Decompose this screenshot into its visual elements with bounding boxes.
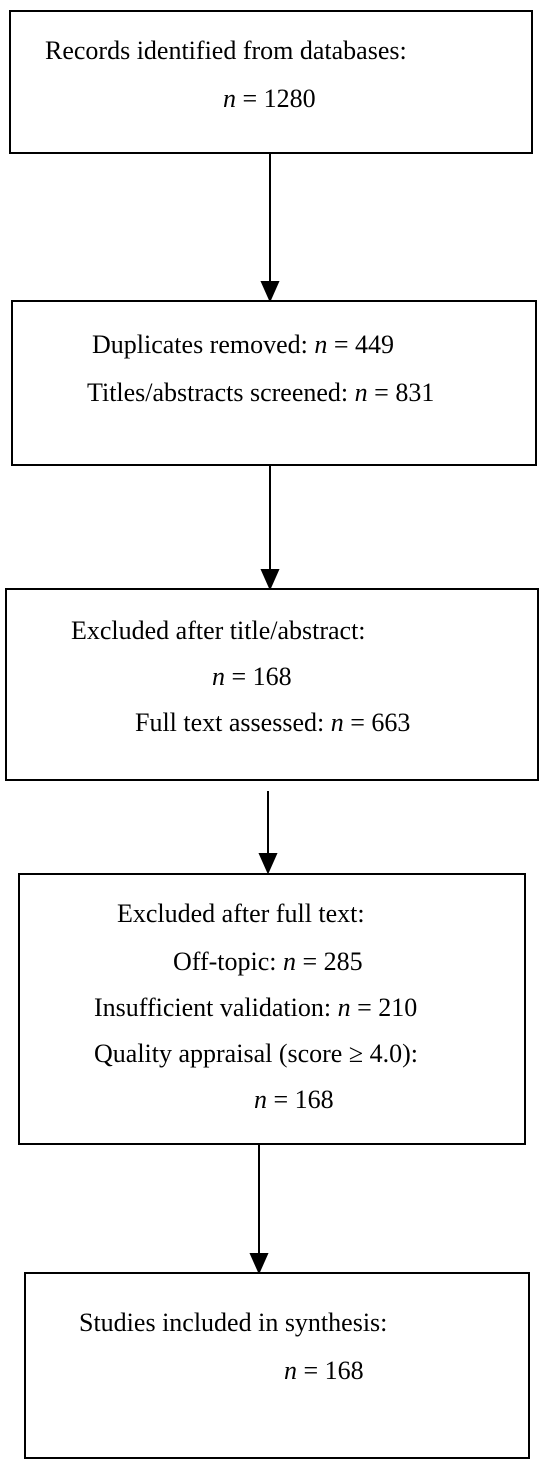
- included-count: n = 168: [284, 1356, 364, 1385]
- identification-label: Records identified from databases:: [45, 36, 407, 65]
- excluded-title-abstract-label: Excluded after title/abstract:: [71, 616, 366, 645]
- included-label: Studies included in synthesis:: [79, 1308, 388, 1337]
- screening-box: Duplicates removed: n = 449 Titles/abstr…: [11, 300, 537, 466]
- arrowhead-4-5: [249, 1253, 269, 1275]
- full-text-assessed: Full text assessed: n = 663: [135, 708, 411, 737]
- off-topic-count: Off-topic: n = 285: [173, 947, 363, 976]
- arrowhead-1-2: [260, 281, 280, 303]
- quality-appraisal-label: Quality appraisal (score ≥ 4.0):: [94, 1039, 418, 1068]
- insufficient-validation-count: Insufficient validation: n = 210: [94, 993, 418, 1022]
- identification-box: Records identified from databases: n = 1…: [9, 10, 533, 154]
- excluded-title-abstract-count: n = 168: [212, 662, 292, 691]
- excluded-full-text-label: Excluded after full text:: [117, 899, 365, 928]
- duplicates-removed: Duplicates removed: n = 449: [92, 330, 395, 359]
- titles-screened: Titles/abstracts screened: n = 831: [87, 378, 435, 407]
- arrowhead-3-4: [258, 853, 278, 875]
- quality-appraisal-count: n = 168: [254, 1085, 334, 1114]
- included-box: Studies included in synthesis: n = 168: [24, 1272, 530, 1459]
- full-text-exclusion-box: Excluded after full text: Off-topic: n =…: [18, 873, 526, 1145]
- arrowhead-2-3: [260, 569, 280, 591]
- eligibility-box: Excluded after title/abstract: n = 168 F…: [5, 588, 539, 781]
- identification-count: n = 1280: [223, 84, 316, 113]
